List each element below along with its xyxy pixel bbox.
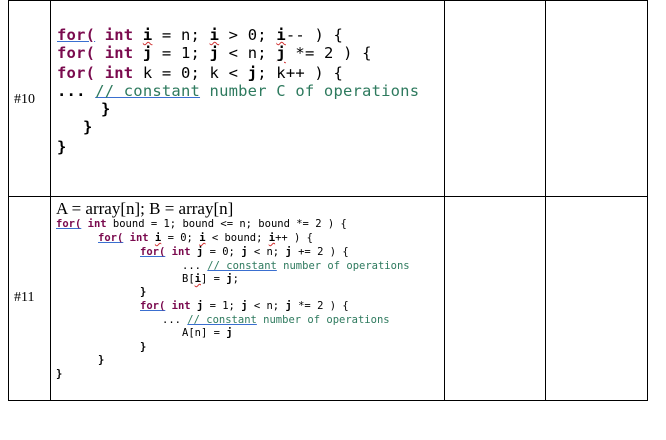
code-line: } bbox=[140, 341, 147, 353]
var-j: j bbox=[241, 246, 248, 258]
code-line: } bbox=[57, 138, 67, 156]
code-line: } bbox=[83, 118, 93, 136]
var-j: j bbox=[276, 44, 286, 62]
code-line: ... // constant number of operations bbox=[162, 314, 390, 326]
code-line: for( int i = n; i > 0; i-- ) { bbox=[57, 26, 344, 44]
keyword-int: int bbox=[171, 300, 191, 312]
var-i: i bbox=[142, 26, 153, 44]
code-line: for( int i = 0; i < bound; i++ ) { bbox=[98, 232, 313, 244]
code-line: for( int k = 0; k < j; k++ ) { bbox=[57, 64, 344, 82]
keyword-for: for( bbox=[56, 218, 82, 230]
table-divider bbox=[8, 196, 648, 197]
var-j: j bbox=[209, 44, 220, 62]
code-line: for( int j = 1; j < n; j *= 2 ) { bbox=[57, 44, 372, 62]
keyword-for: for( bbox=[140, 300, 166, 312]
var-i: i bbox=[209, 26, 220, 44]
code-line: } bbox=[98, 354, 105, 366]
var-j: j bbox=[196, 246, 204, 258]
keyword-for: for( bbox=[57, 64, 96, 82]
keyword-int: int bbox=[129, 232, 149, 244]
var-i: i bbox=[194, 273, 201, 285]
var-j: j bbox=[285, 246, 292, 258]
column-divider-2 bbox=[444, 0, 445, 401]
code-line: for( int bound = 1; bound <= n; bound *=… bbox=[56, 218, 347, 230]
code-line: } bbox=[101, 100, 111, 118]
table-border-top bbox=[8, 0, 648, 1]
keyword-int: int bbox=[87, 218, 107, 230]
var-j: j bbox=[196, 300, 204, 312]
keyword-for: for( bbox=[57, 44, 96, 62]
table-border-left bbox=[8, 0, 9, 401]
code-line: for( int j = 1; j < n; j *= 2 ) { bbox=[140, 300, 349, 312]
column-divider-1 bbox=[50, 0, 51, 401]
code-line: } bbox=[140, 286, 147, 298]
code-line: for( int j = 0; j < n; j += 2 ) { bbox=[140, 246, 349, 258]
keyword-int: int bbox=[171, 246, 191, 258]
keyword-for: for( bbox=[57, 26, 96, 44]
code-line: ... // constant number C of operations bbox=[57, 82, 420, 100]
var-j: j bbox=[142, 44, 153, 62]
code-line: B[i] = j; bbox=[182, 273, 239, 285]
code-line: } bbox=[56, 368, 63, 380]
column-divider-3 bbox=[545, 0, 546, 401]
row-label-10: #10 bbox=[14, 92, 35, 107]
var-j: j bbox=[285, 300, 292, 312]
var-i: i bbox=[199, 232, 206, 244]
row-label-11: #11 bbox=[14, 290, 35, 305]
keyword-int: int bbox=[104, 26, 134, 44]
var-i: i bbox=[276, 26, 286, 44]
table-border-bottom bbox=[8, 400, 648, 401]
keyword-for: for( bbox=[140, 246, 166, 258]
var-i: i bbox=[268, 232, 276, 244]
code-line: A[n] = j bbox=[182, 327, 233, 339]
var-j: j bbox=[241, 300, 248, 312]
keyword-int: int bbox=[104, 64, 134, 82]
var-j: j bbox=[226, 327, 233, 339]
keyword-int: int bbox=[104, 44, 134, 62]
table-border-right bbox=[647, 0, 648, 401]
var-i: i bbox=[154, 232, 162, 244]
var-j: j bbox=[247, 64, 258, 82]
array-declaration: A = array[n]; B = array[n] bbox=[56, 199, 234, 218]
code-line: ... // constant number of operations bbox=[182, 260, 410, 272]
var-j: j bbox=[226, 273, 233, 285]
keyword-for: for( bbox=[98, 232, 124, 244]
